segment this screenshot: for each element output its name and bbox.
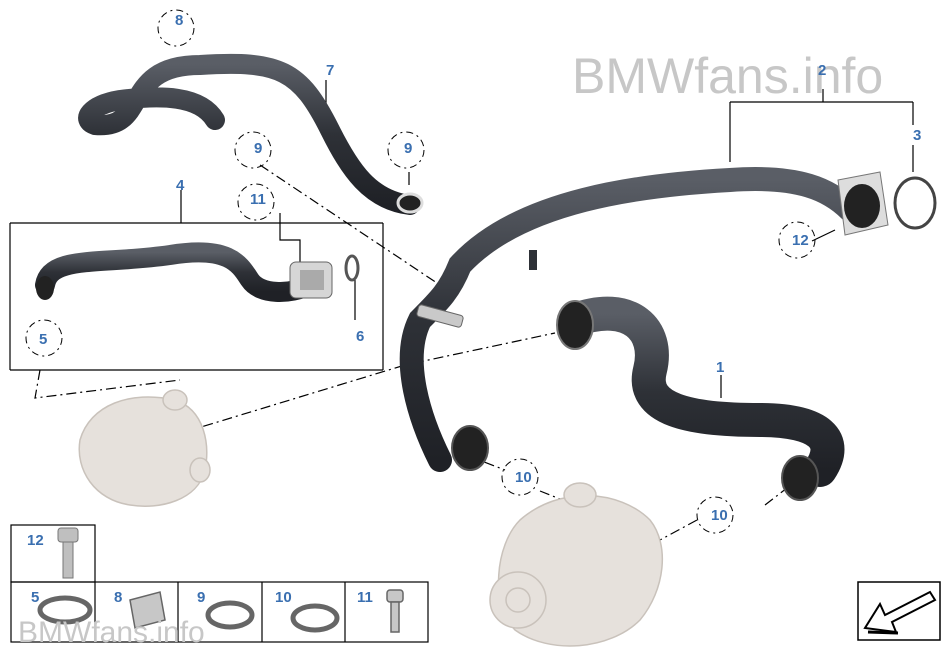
callout-7: 7	[326, 62, 334, 79]
callout-8: 8	[175, 12, 183, 29]
callout-10a: 10	[515, 469, 532, 486]
hose-4	[35, 242, 320, 302]
hose-2-lower-end	[451, 425, 489, 471]
hose-2	[399, 167, 862, 472]
legend-table	[10, 524, 429, 643]
callout-9b: 9	[404, 140, 412, 157]
hose-7-end	[396, 192, 424, 214]
callout-2: 2	[818, 62, 826, 79]
callout-4: 4	[176, 177, 185, 194]
o-ring-3	[893, 176, 937, 230]
callout-9a: 9	[254, 140, 262, 157]
water-pump	[489, 482, 663, 647]
callout-12: 12	[792, 232, 809, 249]
callout-3: 3	[913, 127, 921, 144]
callout-labels: 1 2 3 4 5 6 7 8 9 9 10 10 11 12	[39, 12, 921, 524]
watermark-bottom: BMWfans.info	[18, 616, 205, 649]
watermark-top: BMWfans.info	[572, 48, 883, 104]
callout-5: 5	[39, 331, 47, 348]
thermostat-housing	[78, 389, 211, 507]
hose-4-end	[36, 276, 54, 300]
hose-1	[558, 296, 845, 487]
legend-top-bolt	[57, 527, 79, 579]
seal-ring-6	[344, 254, 360, 282]
callout-6: 6	[356, 328, 364, 345]
legend-cell-9: 9	[197, 589, 205, 606]
legend-cell-5: 5	[31, 589, 39, 606]
legend-cell-10: 10	[275, 589, 292, 606]
arrow-down-left-icon[interactable]	[857, 581, 941, 641]
hose-7	[78, 53, 420, 215]
callout-11: 11	[250, 191, 266, 208]
legend-cell-8: 8	[114, 589, 122, 606]
legend-top-label: 12	[27, 532, 44, 549]
callout-1: 1	[716, 359, 724, 376]
hose-4-connector	[289, 261, 333, 299]
hose-1-upper-end	[556, 300, 594, 350]
legend-clamp-icons	[37, 589, 404, 633]
callouts	[25, 9, 816, 534]
hose-2-clamp	[416, 304, 464, 328]
hose-1-lower-end	[781, 455, 819, 501]
callout-10b: 10	[711, 507, 728, 524]
dash-dot-lines	[34, 164, 801, 541]
leader-lines	[9, 80, 914, 398]
legend-cell-11: 11	[357, 589, 373, 606]
flange-12	[837, 171, 889, 236]
